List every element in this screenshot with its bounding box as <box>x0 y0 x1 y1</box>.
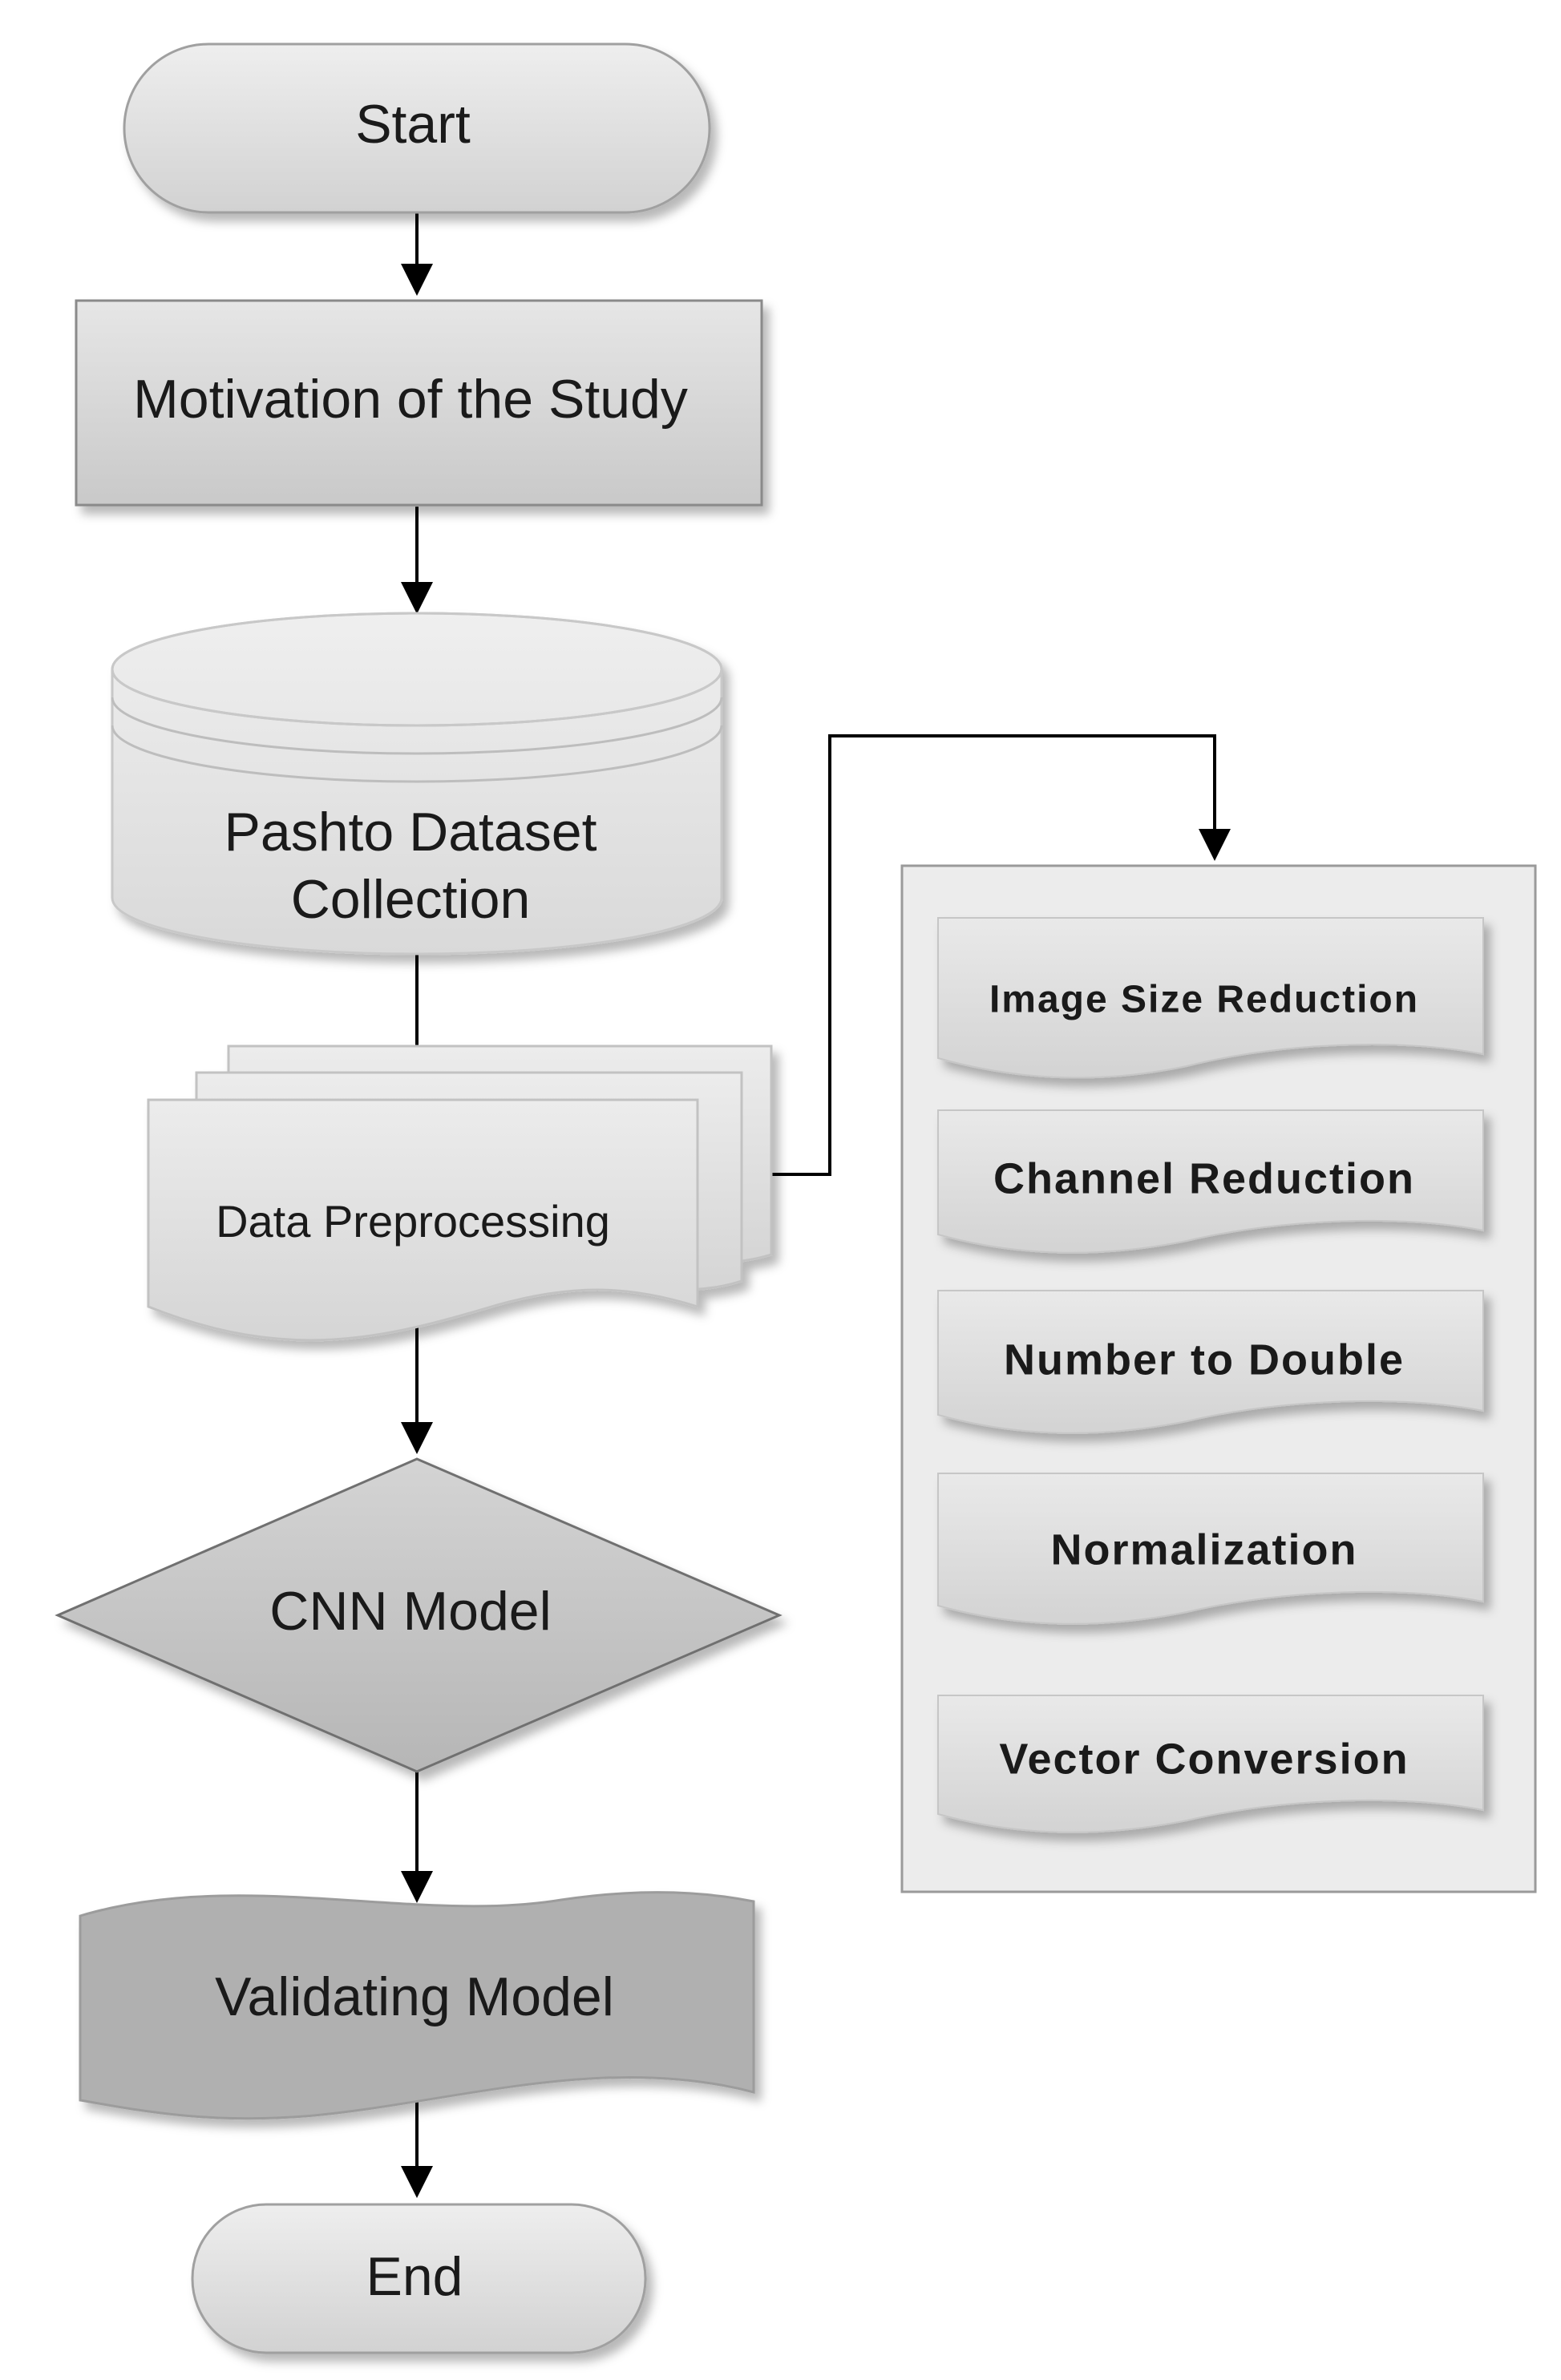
arrow-preprocessing-to-panel <box>771 734 1231 1176</box>
step-3-shape <box>937 1290 1484 1434</box>
end-label: End <box>366 2246 463 2307</box>
step-3-label: Number to Double <box>1004 1335 1405 1384</box>
dataset-node <box>111 612 723 956</box>
start-node <box>123 42 711 214</box>
step-2-label: Channel Reduction <box>993 1154 1415 1202</box>
cnn-label: CNN Model <box>269 1581 551 1642</box>
step-5-label: Vector Conversion <box>999 1735 1409 1783</box>
motivation-node <box>75 299 763 507</box>
step-4-label: Normalization <box>1050 1525 1357 1574</box>
dataset-label-line1: Pashto Dataset <box>224 802 597 863</box>
cnn-node <box>55 1457 783 1773</box>
motivation-label: Motivation of the Study <box>133 369 688 430</box>
validating-label: Validating Model <box>215 1966 614 2027</box>
step-2-shape <box>937 1109 1484 1254</box>
step-1-label: Image Size Reduction <box>989 979 1419 1021</box>
connectors <box>401 212 1231 2198</box>
step-5-shape <box>937 1695 1484 1833</box>
step-4-shape <box>937 1473 1484 1625</box>
start-label: Start <box>355 94 471 155</box>
preprocessing-label: Data Preprocessing <box>216 1196 610 1247</box>
preprocessing-node <box>147 1045 773 1342</box>
step-1-shape <box>937 917 1484 1079</box>
validating-node <box>79 1891 755 2120</box>
end-node <box>191 2203 647 2354</box>
dataset-label-line2: Collection <box>291 869 531 930</box>
